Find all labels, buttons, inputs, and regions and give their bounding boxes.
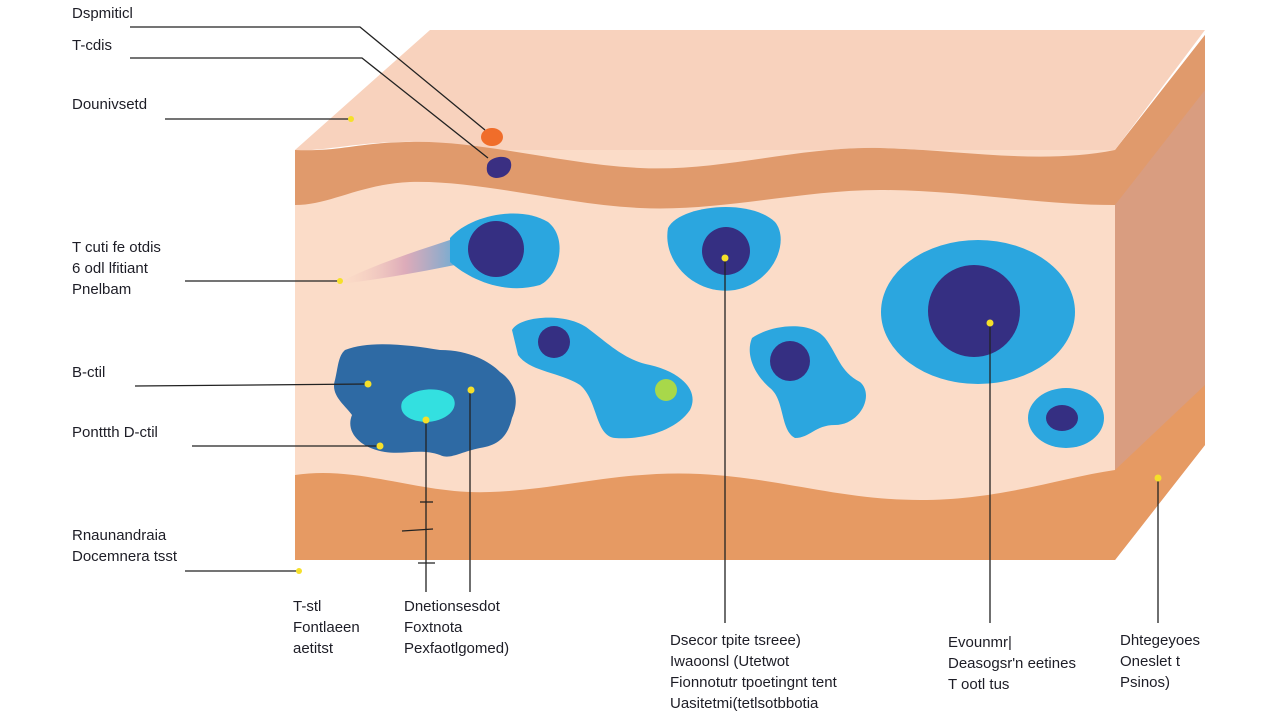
label-dspmiticl: Dspmiticl [72,3,133,24]
block-side-deep-band [1115,385,1205,560]
label-b-ctil: B-ctil [72,362,105,383]
marker-dots [296,116,1162,574]
epidermis-top-surface [295,30,1205,169]
label-line: Ponttth D-ctil [72,424,158,441]
label-line: T ootl tus [948,676,1010,693]
cell-small-right [1028,388,1104,448]
label-line: Evounmr| [948,634,1012,651]
label-line: T cuti fe otdis [72,239,161,256]
label-line: T-stl [293,598,322,615]
label-t-stl: T-stl Fontlaeen aetitst [293,596,360,659]
label-line: Rnaunandraia [72,527,167,544]
label-evounmr: Evounmr| Deasogsr'n eetines T ootl tus [948,632,1076,695]
label-line: Iwaoonsl (Utetwot [670,653,790,670]
label-dhtegeyoes: Dhtegeyoes Oneslet t Psinos) [1120,630,1200,693]
label-t-cell-group: T cuti fe otdis 6 odl lfitiant Pnelbam [72,237,161,300]
label-line: 6 odl lfitiant [72,260,148,277]
cell-upper-left [450,213,560,289]
cell-upper-middle [667,207,781,291]
label-line: B-ctil [72,364,106,381]
label-line: Deasogsr'n eetines [948,655,1076,672]
label-line: Oneslet t [1120,653,1181,670]
label-line: Uasitetmi(tetlsotbbotia [670,695,819,712]
label-line: Dspmiticl [72,5,133,22]
orange-surface-cell [481,128,503,146]
block-side-top-band [1115,35,1205,205]
label-dsecor-tpite: Dsecor tpite tsreee) Iwaoonsl (Utetwot F… [670,630,837,714]
green-granule [655,379,677,401]
label-line: Pexfaotlgomed) [404,640,510,657]
cell-mid-left-elongated [512,317,693,439]
label-line: Dhtegeyoes [1120,632,1201,649]
plasma-cell-vesicle [401,389,455,422]
cell-large-right [881,240,1075,384]
label-line: Docemnera tsst [72,548,178,565]
label-line: Psinos) [1120,674,1171,691]
label-line: Dsecor tpite tsreee) [670,632,801,649]
label-line: Foxtnota [404,619,463,636]
label-line: Dounivsetd [72,96,148,113]
label-dnetionsesdot: Dnetionsesdot Foxtnota Pexfaotlgomed) [404,596,509,659]
deep-skin-band [295,470,1115,560]
leader-lines [130,26,1159,623]
purple-surface-cell [486,156,512,178]
label-line: Pnelbam [72,281,132,298]
label-rnaunandraia: Rnaunandraia Docemnera tsst [72,525,177,567]
label-line: Dnetionsesdot [404,598,500,615]
cell-migration-trail [340,236,470,284]
label-dounivsetd: Dounivsetd [72,94,147,115]
label-line: Fionnotutr tpoetingnt tent [670,674,837,691]
label-t-cdis: T-cdis [72,35,112,56]
label-line: aetitst [293,640,334,657]
label-ponttth-d-ctil: Ponttth D-ctil [72,422,158,443]
label-line: T-cdis [72,37,113,54]
cell-mid-right [749,326,866,438]
label-line: Fontlaeen [293,619,360,636]
